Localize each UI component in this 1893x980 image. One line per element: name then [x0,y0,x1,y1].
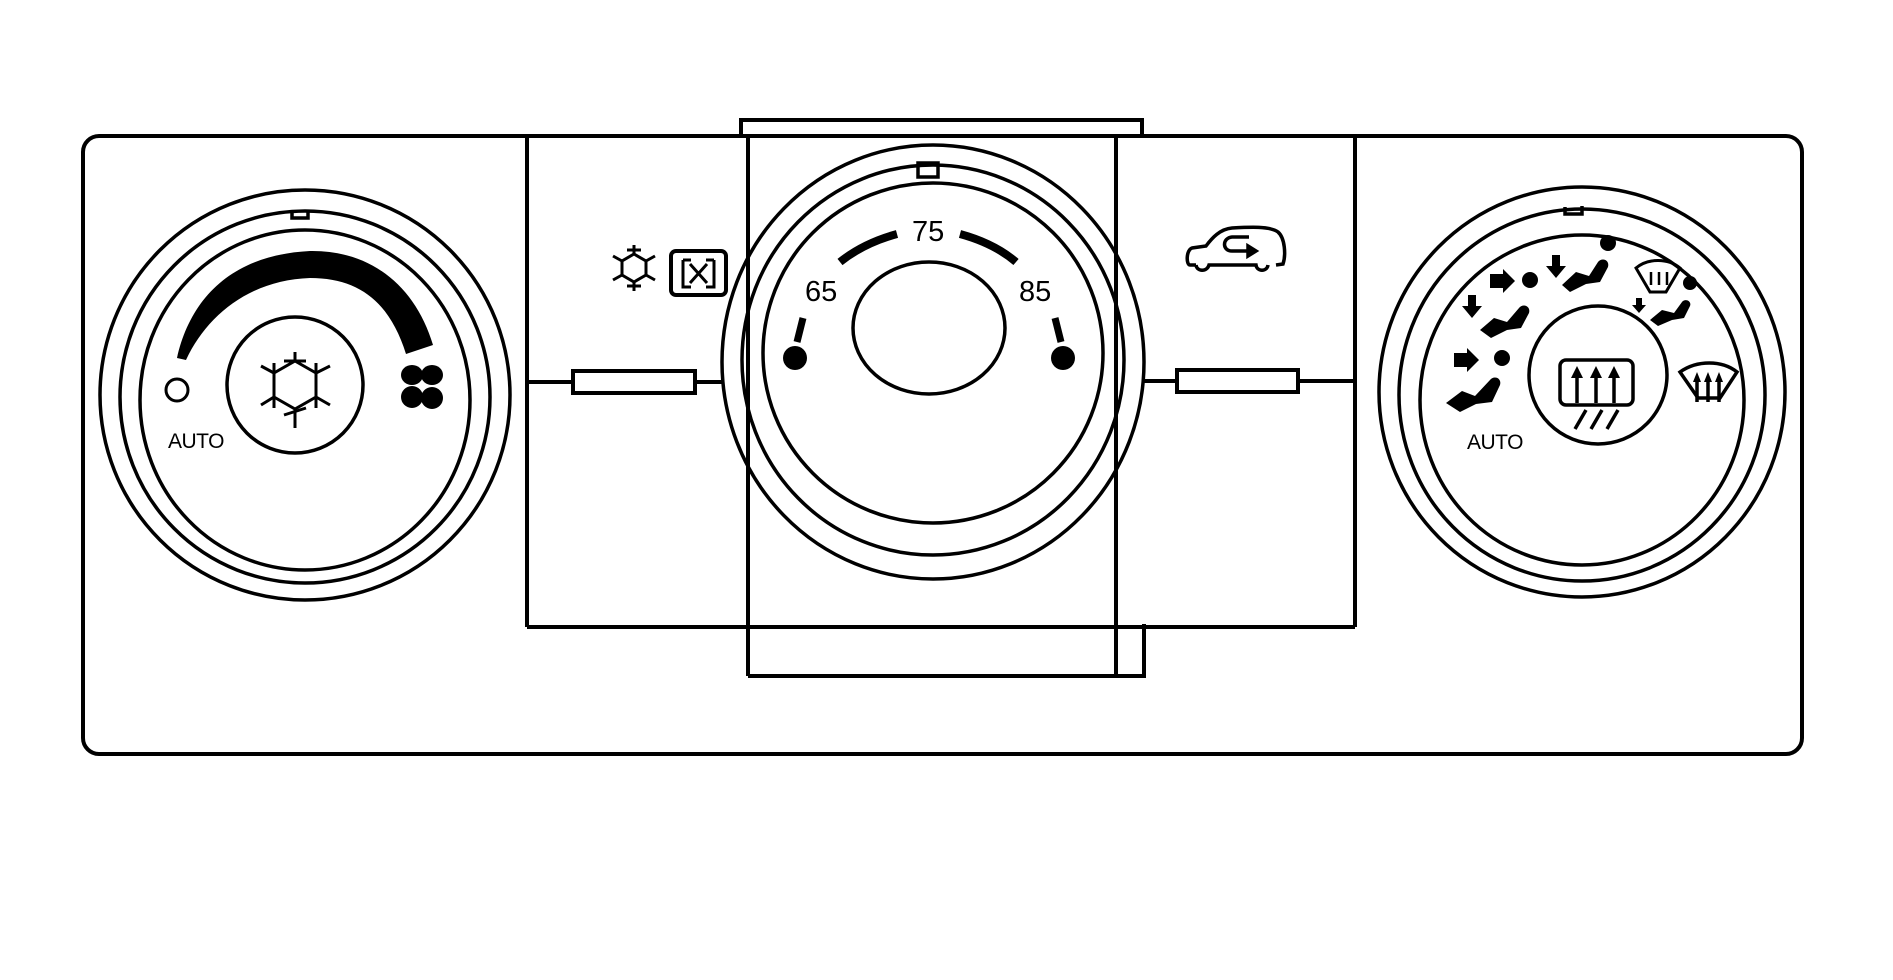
temperature-label-75: 75 [912,216,945,248]
fan-dial-notch [290,210,310,220]
mode-dial-notch [1563,206,1584,216]
auto-indicator-icon [164,377,190,403]
fan-center-button[interactable] [225,315,365,455]
recirculation-slider[interactable] [1144,368,1355,394]
temperature-label-65: 65 [805,276,838,308]
hot-end-dot [1051,346,1075,370]
fan-dial[interactable] [98,188,512,602]
fan-speed-wedge [177,250,433,360]
hot-tick [1051,317,1065,343]
cold-scale-arc [837,230,899,266]
ac-slider[interactable] [527,369,722,395]
cold-tick [793,317,807,343]
temperature-center-knob[interactable] [851,260,1007,396]
mode-auto-label[interactable]: AUTO [1467,431,1523,454]
fan-icon [401,365,443,409]
floor-mode-icon[interactable] [1546,235,1616,292]
floor-defrost-mode-icon[interactable] [1632,259,1697,327]
panel-outline [81,134,1804,756]
top-tab [739,118,1144,136]
mode-dial[interactable] [1377,185,1787,599]
center-housing-bottom [748,624,1146,678]
vent-mode-icon[interactable] [1446,348,1510,412]
defrost-mode-icon[interactable] [1677,361,1740,402]
temperature-dial[interactable] [720,143,1146,581]
snowflake-icon [260,352,331,428]
temperature-dial-notch [916,161,940,179]
ac-mode-box-icon[interactable] [669,249,728,297]
fan-auto-label[interactable]: AUTO [168,430,224,453]
rear-defrost-icon [1558,358,1635,430]
ac-snowflake-icon [612,245,656,291]
cold-end-dot [783,346,807,370]
temperature-label-85: 85 [1019,276,1052,308]
car-recirculation-icon[interactable] [1185,225,1287,272]
defrost-arrowheads [1693,372,1723,382]
rear-defrost-button[interactable] [1527,304,1669,446]
hot-scale-arc [958,230,1019,266]
bi-level-mode-icon[interactable] [1462,269,1538,338]
rear-defrost-arrowheads [1571,366,1620,378]
